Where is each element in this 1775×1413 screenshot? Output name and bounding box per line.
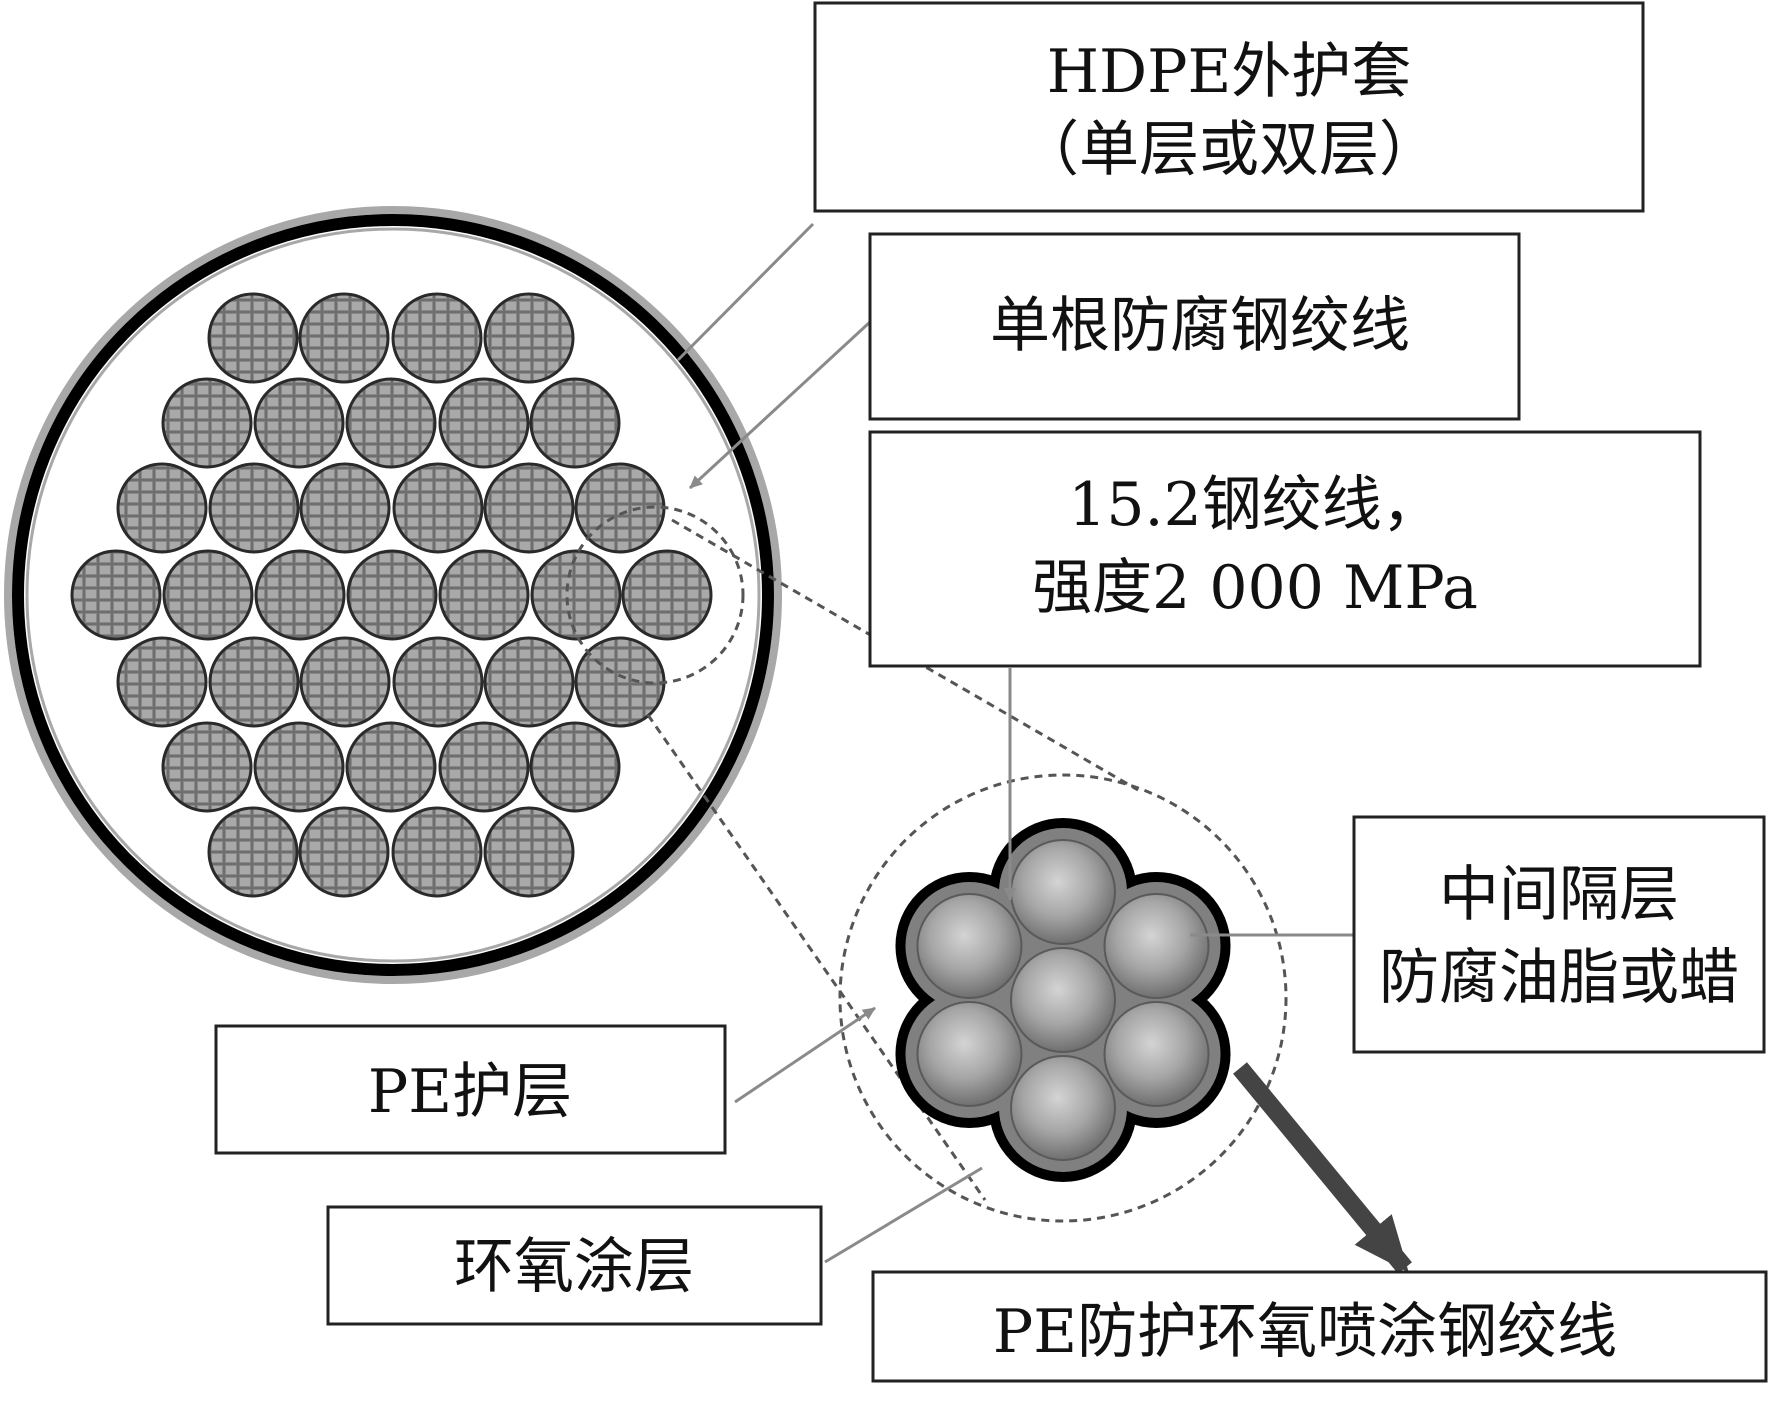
leader-hdpe: [676, 222, 815, 362]
zoom-target-circle: [838, 773, 1288, 1223]
big-arrow: [1233, 1062, 1412, 1274]
strand-4-1: [208, 636, 300, 728]
strand-6-1: [298, 806, 390, 898]
seven-wire-strand-icon: [895, 818, 1231, 1182]
wire-3: [916, 1001, 1023, 1107]
leader-pe-layer: [734, 1006, 876, 1104]
label-middle-line2: 防腐油脂或蜡: [1379, 943, 1739, 1013]
strand-3-0: [70, 549, 162, 641]
strand-0-1: [298, 292, 390, 384]
strand-1-4: [529, 377, 621, 469]
strand-4-0: [116, 636, 208, 728]
strand-bundle: [70, 292, 713, 898]
zoom-line-lower: [646, 714, 987, 1201]
label-pe-layer-text: PE护层: [368, 1057, 572, 1127]
strand-3-4: [438, 549, 530, 641]
strand-3-5: [530, 549, 622, 641]
strand-2-1: [208, 462, 300, 554]
strand-3-3: [346, 549, 438, 641]
leader-epoxy-layer: [824, 1166, 983, 1264]
strand-3-1: [162, 549, 254, 641]
strand-1-0: [161, 377, 253, 469]
leader-single-strand: [688, 320, 872, 490]
strand-4-4: [483, 636, 575, 728]
strand-0-0: [207, 292, 299, 384]
strand-3-2: [254, 549, 346, 641]
strand-1-1: [253, 377, 345, 469]
label-epoxy-layer-text: 环氧涂层: [454, 1232, 694, 1302]
label-strand-152: 15.2钢绞线， 强度2 000 MPa: [868, 430, 1702, 668]
strand-5-3: [438, 721, 530, 813]
strand-2-2: [299, 462, 391, 554]
strand-5-2: [345, 721, 437, 813]
label-middle-line1: 中间隔层: [1439, 860, 1679, 930]
label-epoxy-layer: 环氧涂层: [326, 1205, 823, 1326]
strand-2-4: [483, 462, 575, 554]
wire-2: [1010, 1055, 1116, 1161]
label-single-strand-text: 单根防腐钢绞线: [990, 291, 1410, 361]
label-middle-layer: 中间隔层 防腐油脂或蜡: [1352, 815, 1766, 1054]
strand-3-6: [621, 549, 713, 641]
strand-6-0: [207, 806, 299, 898]
strand-2-3: [392, 462, 484, 554]
label-single-strand: 单根防腐钢绞线: [868, 232, 1521, 421]
strand-6-2: [391, 806, 483, 898]
wire-5: [1010, 839, 1116, 945]
strand-4-3: [392, 636, 484, 728]
label-strand-line1: 15.2钢绞线，: [1068, 470, 1442, 540]
zoom-source-circle: [565, 505, 745, 685]
strand-1-2: [345, 377, 437, 469]
wire-0: [1010, 947, 1116, 1053]
wire-4: [916, 893, 1023, 999]
strand-6-3: [483, 806, 575, 898]
strand-5-1: [253, 721, 345, 813]
strand-2-0: [116, 462, 208, 554]
label-hdpe-line2: （单层或双层）: [1019, 115, 1439, 185]
label-hdpe-sheath: HDPE外护套 （单层或双层）: [813, 1, 1645, 213]
wire-1: [1103, 1001, 1210, 1107]
cable-cross-section-icon: [4, 206, 782, 984]
label-pe-epoxy-strand-text: PE防护环氧喷涂钢绞线: [993, 1297, 1617, 1367]
strand-5-4: [529, 721, 621, 813]
label-hdpe-line1: HDPE外护套: [1047, 37, 1412, 107]
strand-5-0: [161, 721, 253, 813]
strand-0-3: [483, 292, 575, 384]
strand-4-2: [299, 636, 391, 728]
strand-0-2: [391, 292, 483, 384]
label-pe-epoxy-strand: PE防护环氧喷涂钢绞线: [871, 1270, 1768, 1383]
label-strand-line2: 强度2 000 MPa: [1032, 553, 1478, 623]
wire-6: [1103, 893, 1210, 999]
label-pe-layer: PE护层: [214, 1024, 727, 1155]
strand-1-3: [438, 377, 530, 469]
